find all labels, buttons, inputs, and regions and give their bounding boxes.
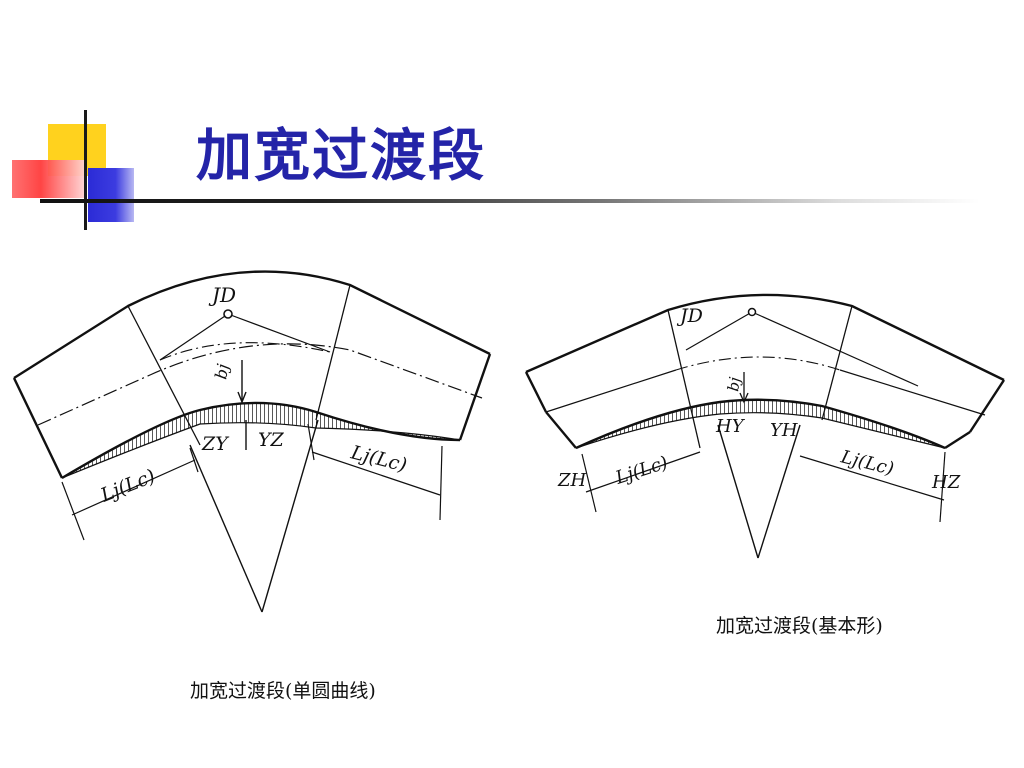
left-label-jd: JD xyxy=(208,283,236,307)
right-radius-2 xyxy=(757,424,801,559)
right-jd-point xyxy=(747,307,757,317)
left-outer-edge xyxy=(13,270,491,380)
slide-title: 加宽过渡段 xyxy=(196,124,486,189)
right-widening-hatch xyxy=(575,399,946,449)
right-label-bj: bj xyxy=(724,376,744,393)
left-jd-point xyxy=(223,309,233,319)
left-label-yz: YZ xyxy=(258,429,285,451)
left-caption: 加宽过渡段(单圆曲线) xyxy=(190,680,376,702)
left-figure xyxy=(12,270,492,613)
right-cross-line-1 xyxy=(667,309,701,449)
right-outer-edge xyxy=(525,293,1005,382)
left-tangent-line xyxy=(159,342,331,361)
right-label-jd: JD xyxy=(676,305,703,327)
right-radius-1 xyxy=(717,424,759,559)
blue-square-decoration xyxy=(88,168,134,222)
right-label-yh: YH xyxy=(770,420,798,441)
right-figure xyxy=(524,293,1006,559)
vertical-rule xyxy=(84,110,87,230)
left-widening-hatch xyxy=(61,402,461,479)
left-figure-labels: JD ZY YZ bj Lj(Lc) Lj(Lc) 加宽过渡段(单圆曲线) xyxy=(97,283,409,702)
left-dim-line-left xyxy=(71,459,196,516)
right-figure-labels: JD ZH HY YH HZ bj Lj(Lc) Lj(Lc) 加宽过渡段(基本… xyxy=(557,305,961,637)
left-cross-line-1 xyxy=(127,305,201,446)
left-dim-line-right xyxy=(311,451,441,496)
left-cross-line-2 xyxy=(315,284,351,421)
left-radius-2 xyxy=(261,419,319,613)
right-cross-line-2 xyxy=(821,305,853,421)
red-square-decoration xyxy=(12,160,84,198)
right-label-length-left: Lj(Lc) xyxy=(612,452,670,489)
right-label-hz: HZ xyxy=(931,472,961,493)
left-label-bj: bj xyxy=(211,362,232,380)
right-label-length-right: Lj(Lc) xyxy=(838,446,896,480)
left-centerline xyxy=(37,343,483,426)
right-label-hy: HY xyxy=(715,416,746,437)
left-label-zy: ZY xyxy=(201,433,230,455)
left-label-length-right: Lj(Lc) xyxy=(348,441,409,476)
right-dim-line-left xyxy=(585,451,701,493)
title-underline xyxy=(40,199,980,203)
right-caption: 加宽过渡段(基本形) xyxy=(716,615,883,637)
right-label-zh: ZH xyxy=(557,470,587,491)
left-label-length-left: Lj(Lc) xyxy=(97,465,159,507)
right-baseline xyxy=(545,369,677,413)
left-radius-1 xyxy=(189,444,263,613)
